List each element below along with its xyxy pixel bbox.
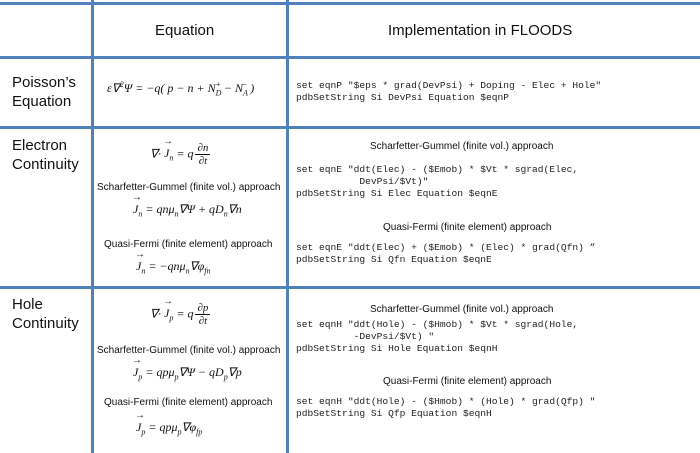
electron-qf-code-line2: pdbSetString Si Qfn Equation $eqnE bbox=[296, 254, 492, 265]
table-top-border bbox=[0, 2, 700, 5]
electron-qf-caption-right: Quasi-Fermi (finite element) approach bbox=[383, 222, 552, 233]
hole-continuity-equation: ∇· Jp = q∂p∂t bbox=[150, 296, 211, 327]
electron-label-line2: Continuity bbox=[12, 156, 79, 173]
hole-sg-code-line3: pdbSetString Si Hole Equation $eqnH bbox=[296, 343, 498, 354]
electron-sg-caption-right: Scharfetter-Gummel (finite vol.) approac… bbox=[370, 141, 554, 152]
hole-sg-code-line1: set eqnH "ddt(Hole) - ($Hmob) * $Vt * sg… bbox=[296, 319, 579, 330]
electron-label-line1: Electron bbox=[12, 137, 68, 154]
poisson-label-line2: Equation bbox=[12, 93, 72, 110]
poisson-row-label: Poisson’s Equation bbox=[12, 73, 76, 111]
hole-sg-caption-left: Scharfetter-Gummel (finite vol.) approac… bbox=[97, 345, 281, 356]
electron-row-label: Electron Continuity bbox=[12, 136, 79, 174]
hole-label-line2: Continuity bbox=[12, 315, 79, 332]
poisson-equation: ε∇2Ψ = −q( p − n + ND+ − NA− ) bbox=[107, 80, 255, 98]
equation-column-header: Equation bbox=[155, 22, 215, 39]
electron-qf-code-line1: set eqnE "ddt(Elec) + ($Emob) * (Elec) *… bbox=[296, 242, 596, 253]
hole-sg-equation: Jp = qpμp∇Ψ − qDp∇p bbox=[132, 355, 242, 381]
row-divider-electron bbox=[0, 286, 700, 289]
electron-continuity-equation: ∇· Jn = q∂n∂t bbox=[150, 136, 211, 167]
electron-qf-equation: Jn = −qnμn∇φfn bbox=[135, 249, 211, 275]
poisson-code-line1: set eqnP "$eps * grad(DevPsi) + Doping -… bbox=[296, 80, 602, 91]
hole-qf-code-line2: pdbSetString Si Qfp Equation $eqnH bbox=[296, 408, 492, 419]
electron-sg-code-line2: DevPsi/$Vt)" bbox=[296, 176, 429, 187]
hole-qf-equation: Jp = qpμp∇φfp bbox=[135, 410, 202, 436]
electron-sg-caption-left: Scharfetter-Gummel (finite vol.) approac… bbox=[97, 182, 281, 193]
implementation-column-header: Implementation in FLOODS bbox=[388, 22, 573, 39]
electron-sg-equation: Jn = qnμn∇Ψ + qDn∇n bbox=[132, 192, 242, 218]
hole-label-line1: Hole bbox=[12, 296, 43, 313]
header-divider bbox=[0, 56, 700, 59]
hole-qf-caption-left: Quasi-Fermi (finite element) approach bbox=[104, 397, 273, 408]
poisson-label-line1: Poisson’s bbox=[12, 74, 76, 91]
hole-row-label: Hole Continuity bbox=[12, 295, 79, 333]
electron-sg-code-line3: pdbSetString Si Elec Equation $eqnE bbox=[296, 188, 498, 199]
column-divider-left bbox=[91, 0, 94, 453]
hole-qf-code-line1: set eqnH "ddt(Hole) - ($Hmob) * (Hole) *… bbox=[296, 396, 596, 407]
poisson-code-line2: pdbSetString Si DevPsi Equation $eqnP bbox=[296, 92, 510, 103]
hole-qf-caption-right: Quasi-Fermi (finite element) approach bbox=[383, 376, 552, 387]
electron-qf-caption-left: Quasi-Fermi (finite element) approach bbox=[104, 239, 273, 250]
hole-sg-code-line2: -DevPsi/$Vt) " bbox=[296, 331, 435, 342]
row-divider-poisson bbox=[0, 126, 700, 129]
column-divider-right bbox=[286, 0, 289, 453]
hole-sg-caption-right: Scharfetter-Gummel (finite vol.) approac… bbox=[370, 304, 554, 315]
electron-sg-code-line1: set eqnE "ddt(Elec) - ($Emob) * $Vt * sg… bbox=[296, 164, 579, 175]
